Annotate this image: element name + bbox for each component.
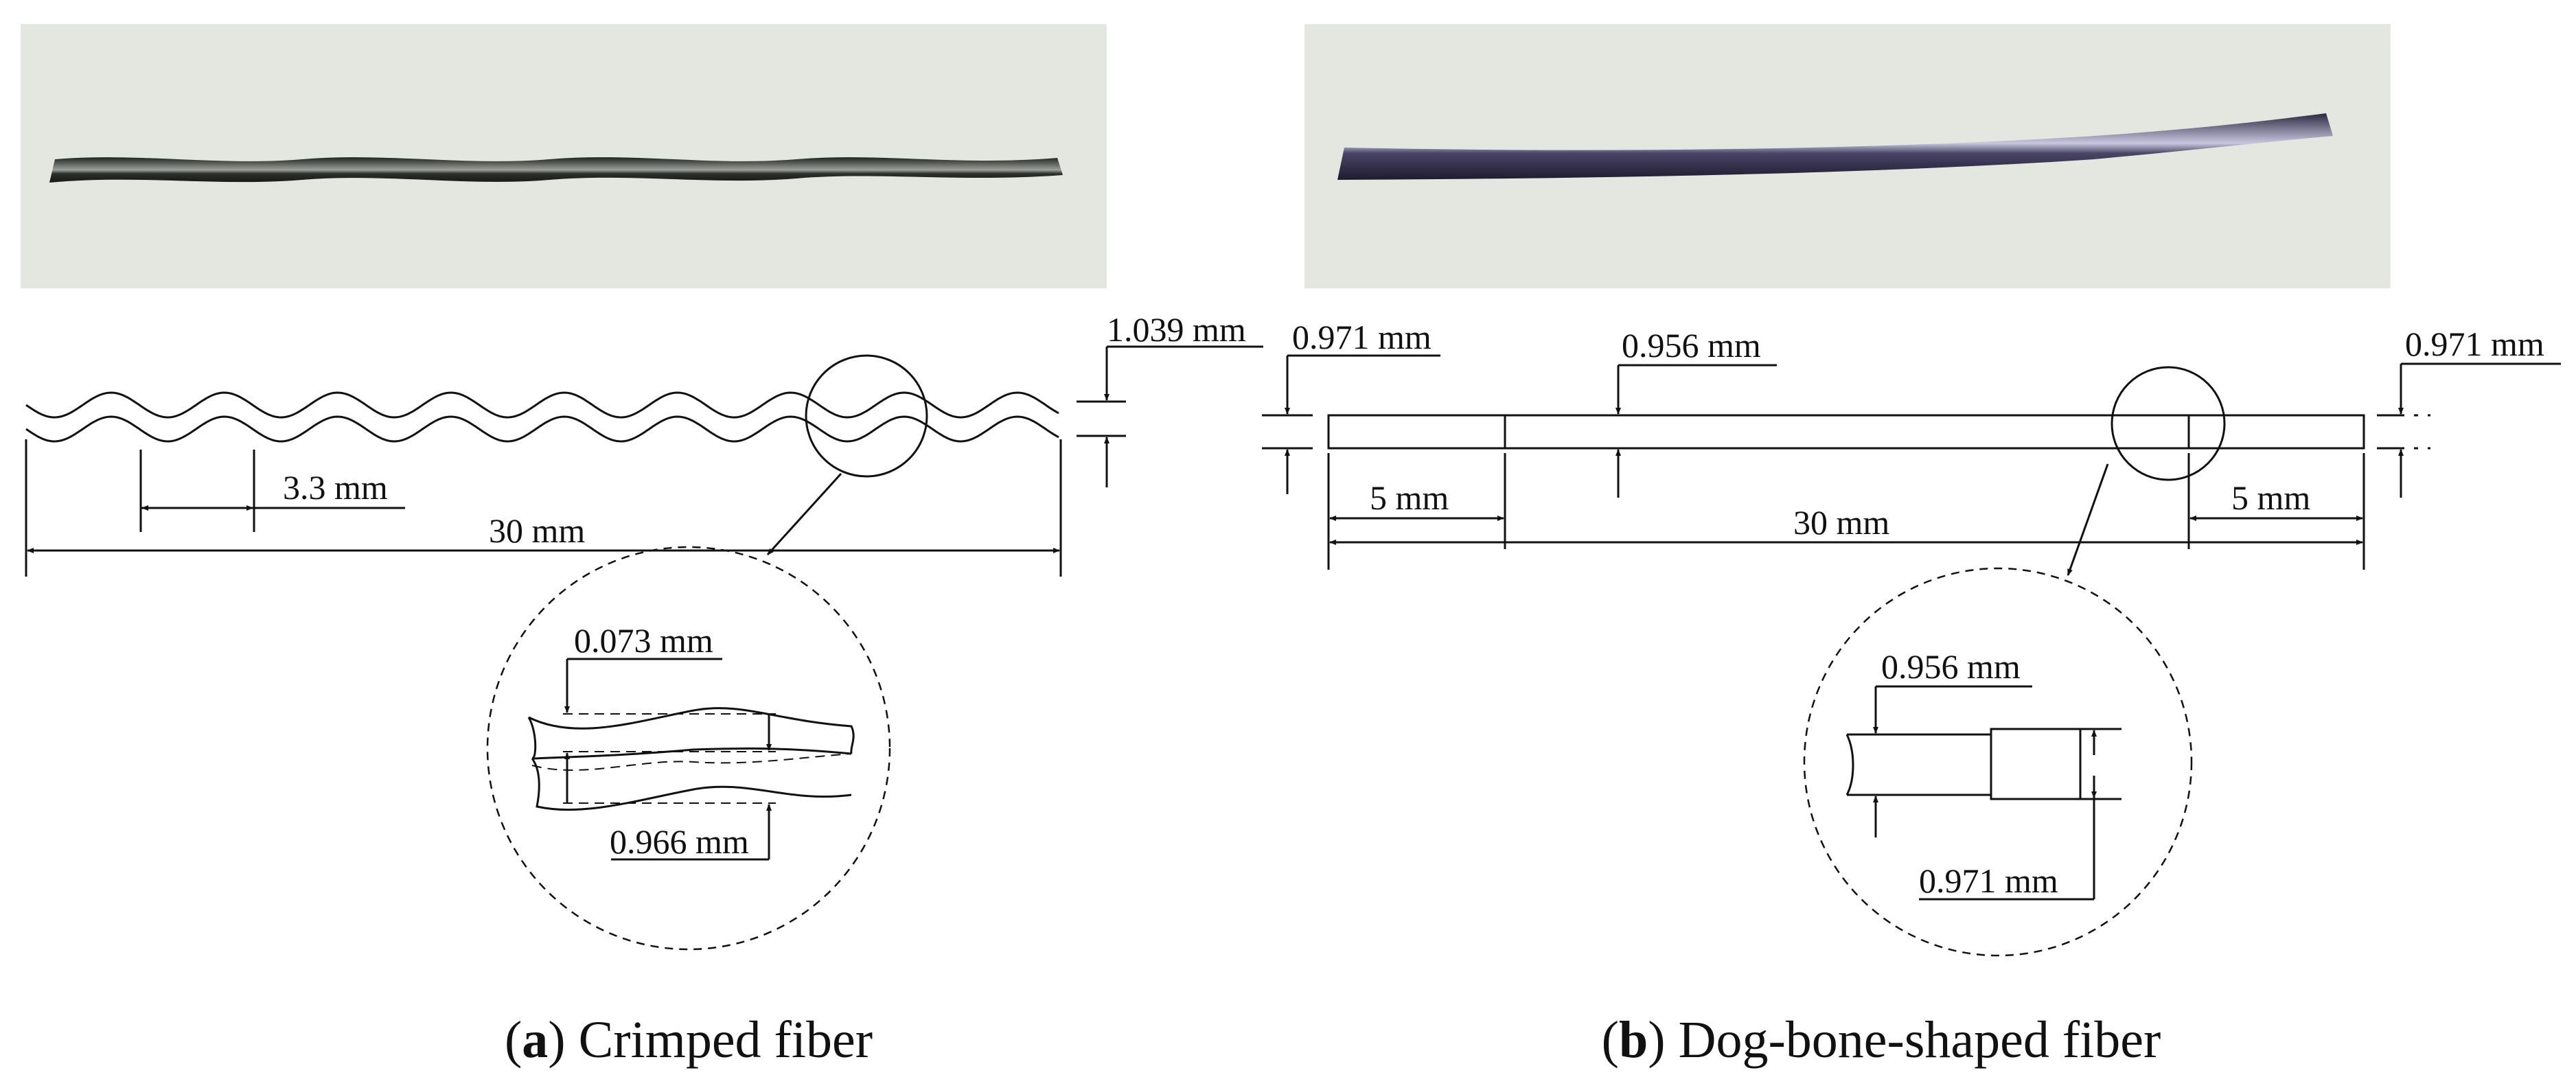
label-end-length-left: 5 mm	[1370, 478, 1449, 517]
dim-end-diameter-left	[1262, 354, 1440, 494]
label-total-length-a: 30 mm	[489, 511, 585, 550]
label-diameter-1039: 1.039 mm	[1107, 310, 1246, 349]
panel-a: 1.039 mm 3.3 mm 30 mm	[21, 24, 1263, 1069]
label-total-length-b: 30 mm	[1793, 503, 1889, 542]
detail-callout-b	[1803, 366, 2226, 957]
caption-a: (a) Crimped fiber	[505, 1011, 873, 1069]
label-mid-diameter: 0.956 mm	[1622, 326, 1761, 364]
crimped-detail-view	[527, 658, 855, 861]
label-end-length-right: 5 mm	[2231, 478, 2310, 517]
label-detail-mid-diameter: 0.956 mm	[1881, 647, 2021, 686]
label-end-diameter-left: 0.971 mm	[1292, 318, 1431, 356]
caption-b: (b) Dog-bone-shaped fiber	[1602, 1011, 2161, 1069]
dim-total-length-a	[25, 439, 1062, 577]
label-detail-diameter-a: 0.966 mm	[610, 822, 749, 861]
crimped-fiber-outline	[25, 391, 1059, 443]
dog-bone-fiber-outline	[1327, 414, 2365, 450]
dim-lengths-b	[1327, 453, 2365, 570]
label-detail-end-diameter: 0.971 mm	[1919, 861, 2058, 900]
detail-callout-a	[486, 354, 928, 951]
label-wavelength: 3.3 mm	[283, 468, 388, 507]
dim-end-diameter-right	[2377, 362, 2561, 498]
panel-b: 0.971 mm 0.956 mm 0.971 mm	[1262, 24, 2561, 1069]
dim-diameter-1039	[1077, 345, 1263, 487]
dim-wavelength	[139, 450, 405, 532]
label-detail-amplitude: 0.073 mm	[574, 621, 713, 660]
dog-bone-detail-view	[1845, 685, 2121, 901]
dog-bone-fiber-photo	[1304, 24, 2391, 288]
crimped-fiber-photo	[21, 24, 1107, 288]
dim-mid-diameter	[1615, 364, 1777, 498]
label-end-diameter-right: 0.971 mm	[2405, 325, 2544, 363]
